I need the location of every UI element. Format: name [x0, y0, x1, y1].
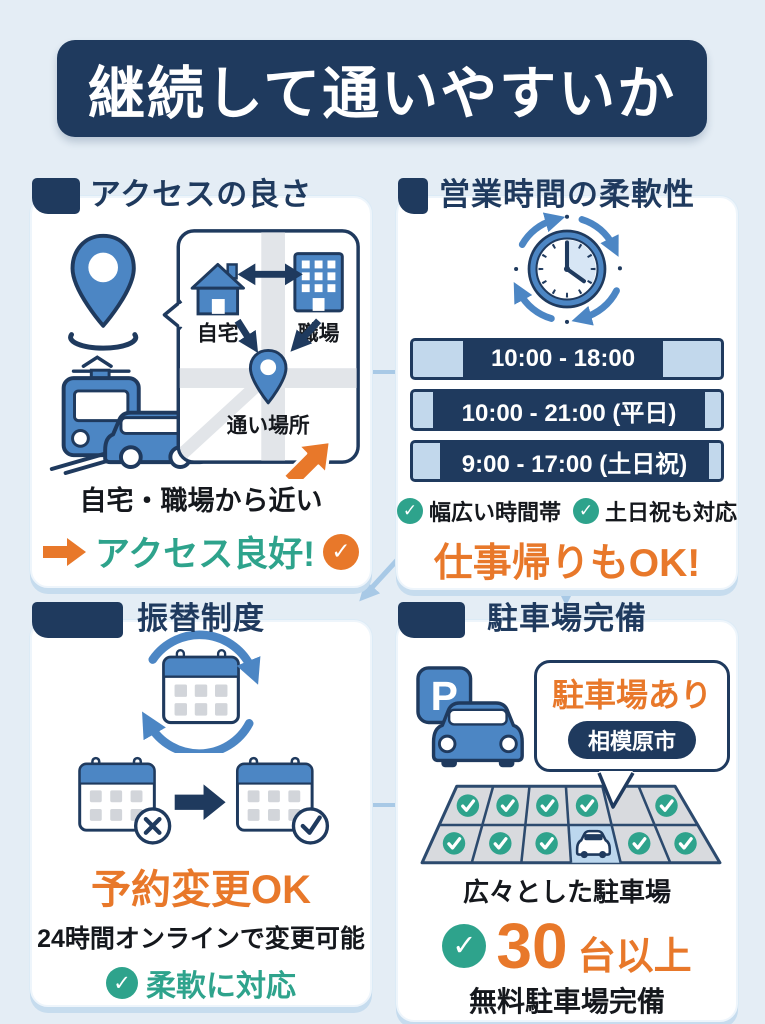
sync-arrows-icon	[142, 630, 261, 753]
parking-check-marks	[442, 794, 697, 855]
card-hours-heading: 営業時間の柔軟性	[439, 177, 695, 212]
time-bar-label: 10:00 - 21:00 (平日)	[436, 392, 702, 428]
both-direction-arrow-icon	[237, 263, 303, 286]
sync-calendar-icon	[142, 630, 261, 753]
parking-count-suffix: 台以上	[577, 936, 692, 978]
parking-count: 30	[496, 909, 568, 982]
card-access-heading: アクセスの良さ	[89, 177, 313, 212]
page-title: 継続して通いやすいか	[87, 61, 677, 126]
location-pin-icon	[68, 233, 139, 351]
parking-line1: 広々とした駐車場	[462, 877, 671, 907]
rotation-arrows-icon	[513, 212, 622, 326]
reschedule-check-label: 柔軟に対応	[146, 970, 296, 1003]
office-icon	[293, 252, 344, 313]
orange-check-icon: ✓	[322, 533, 359, 570]
speech-bubble-tail	[597, 771, 635, 809]
card-parking: 駐車場完備 P 駐車場あり 相模原市	[396, 601, 738, 1022]
right-arrow-icon	[43, 537, 87, 566]
home-label: 自宅	[197, 322, 239, 346]
reschedule-line1: 24時間オンラインで変更可能	[37, 925, 365, 953]
card-parking-heading: 駐車場完備	[487, 601, 647, 636]
place-pin-icon	[248, 348, 288, 405]
parked-car-icon	[575, 829, 612, 859]
hours-check-item: ✓ 幅広い時間帯	[396, 495, 561, 527]
parking-line2: 無料駐車場完備	[468, 986, 665, 1017]
clock-illustration	[513, 212, 622, 326]
hours-check-label: 土日祝も対応	[605, 500, 738, 525]
parking-car-icon	[431, 701, 524, 768]
access-highlight: アクセス良好!	[95, 535, 315, 574]
check-circle-icon: ✓	[573, 498, 599, 524]
time-bar-label: 10:00 - 18:00	[466, 341, 660, 377]
hours-check-label: 幅広い時間帯	[428, 500, 561, 525]
reschedule-highlight: 予約変更OK	[91, 868, 311, 912]
card-hours: 営業時間の柔軟性	[396, 177, 738, 590]
card-access-tab	[32, 178, 80, 214]
map-panel-tail	[162, 299, 183, 331]
time-bar: 10:00 - 18:00	[410, 338, 724, 380]
card-access: アクセスの良さ	[30, 177, 372, 588]
speech-bubble: 駐車場あり 相模原市	[534, 660, 730, 772]
card-reschedule-tab	[32, 602, 123, 638]
time-bar-label: 9:00 - 17:00 (土日祝)	[443, 443, 706, 479]
card-parking-tab	[398, 602, 465, 638]
time-bar: 10:00 - 21:00 (平日)	[410, 389, 724, 431]
hours-check-item: ✓ 土日祝も対応	[573, 495, 737, 527]
bubble-title: 駐車場あり	[551, 677, 712, 713]
city-badge: 相模原市	[567, 721, 696, 759]
hours-checks-row: ✓ 幅広い時間帯 ✓ 土日祝も対応	[396, 495, 737, 527]
calendar-icon	[162, 649, 240, 725]
calendar-change-illustration	[78, 756, 330, 845]
calendar-before-icon	[78, 756, 172, 845]
orange-up-arrow-icon	[281, 440, 332, 479]
check-badge-icon	[291, 807, 330, 845]
check-circle-icon: ✓	[396, 498, 423, 524]
check-circle-icon: ✓	[442, 923, 487, 968]
title-banner: 継続して通いやすいか	[57, 40, 707, 137]
card-reschedule: 振替制度	[30, 601, 372, 1007]
access-illustration: 自宅 職場	[49, 229, 360, 479]
map-panel: 自宅 職場	[162, 229, 360, 464]
parking-sign-car: P	[416, 666, 524, 768]
check-circle-icon: ✓	[106, 967, 138, 999]
parking-illustration: P 駐車場あり 相模原市	[398, 638, 736, 866]
forward-arrow-icon	[174, 784, 226, 820]
home-to-place-arrow	[234, 318, 259, 354]
reschedule-check-row: ✓ 柔軟に対応	[106, 961, 296, 1005]
calendar-after-icon	[235, 756, 330, 845]
access-line1: 自宅・職場から近い	[79, 486, 323, 516]
time-bar: 9:00 - 17:00 (土日祝)	[410, 440, 724, 482]
place-label: 通い場所	[227, 414, 310, 437]
parking-lot-icon	[420, 784, 722, 865]
work-to-place-arrow	[290, 318, 322, 352]
diagonal-arrow-connector	[359, 556, 401, 602]
card-reschedule-heading: 振替制度	[137, 601, 265, 636]
clock-icon	[527, 229, 607, 309]
hours-highlight: 仕事帰りもOK!	[433, 542, 701, 585]
home-icon	[190, 262, 245, 316]
parking-count-row: ✓ 30 台以上	[442, 909, 692, 982]
access-highlight-row: アクセス良好! ✓	[43, 526, 359, 577]
card-hours-tab	[398, 178, 428, 214]
